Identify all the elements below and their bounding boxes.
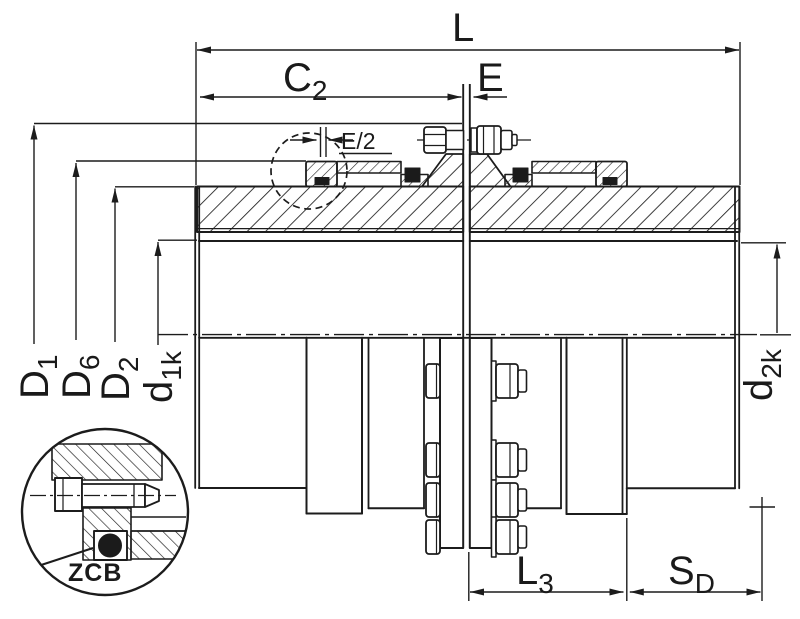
flange-bolt	[425, 360, 528, 402]
detail-bolt-head	[54, 477, 83, 512]
end-plate-strip-right	[531, 160, 597, 174]
dimension-d1k	[154, 239, 197, 345]
seal-ring-right	[512, 167, 529, 183]
flange-plate-right	[468, 337, 493, 549]
dimension-D2	[111, 186, 194, 342]
label-E: E	[477, 56, 504, 100]
flange-plate-left	[439, 337, 465, 549]
label-L: L	[452, 6, 474, 50]
flange-bolt	[425, 439, 528, 481]
flange-bolt	[425, 479, 528, 521]
dimensions	[30, 42, 791, 601]
label-C2: C2	[283, 56, 327, 106]
dimension-SD	[629, 497, 775, 601]
end-plate-strip-left	[336, 160, 402, 174]
label-L3: L3	[516, 549, 554, 599]
dimension-D6	[72, 160, 306, 340]
dimension-L3	[468, 518, 628, 601]
label-D6: D6	[55, 355, 105, 399]
detail-view-zcb: ZCB	[20, 427, 190, 597]
seal-ring-left	[404, 167, 421, 183]
detail-indicator-circle	[270, 132, 348, 210]
flange-bolts-lower	[425, 360, 528, 558]
detail-seal-ball	[98, 533, 122, 558]
flange-wedge-right	[468, 153, 512, 188]
dimension-D1	[30, 122, 462, 344]
bolt-nut	[476, 125, 502, 155]
label-D2: D2	[94, 357, 144, 401]
dimension-labels: L C2 E E/2 D1 D6 D2 d1k d2k L3 SD	[13, 6, 787, 599]
bolt-head	[423, 126, 447, 154]
bolt-end-cap	[511, 133, 518, 147]
label-d1k: d1k	[137, 350, 187, 403]
center-split-lines	[462, 84, 471, 338]
dimension-L	[195, 42, 741, 185]
coupling-body	[194, 185, 741, 515]
label-E-half: E/2	[341, 128, 376, 154]
label-D1: D1	[13, 355, 63, 399]
bolt-shank	[445, 129, 465, 151]
flange-bolt-top	[417, 125, 531, 155]
detail-hub-section	[51, 443, 163, 481]
flange-bolt	[425, 516, 528, 558]
detail-ground-line	[31, 547, 94, 569]
detail-shaft-section	[130, 530, 187, 560]
flange-wedge-left	[421, 153, 465, 188]
label-SD: SD	[668, 549, 715, 599]
dimension-d2k	[741, 242, 791, 336]
seal-foot-left	[314, 177, 330, 185]
dimension-E-half	[290, 127, 392, 157]
bolt-collar	[500, 129, 513, 151]
sleeve-right-section	[468, 185, 741, 233]
sleeve-end-plates	[305, 153, 628, 188]
flange-plates	[439, 337, 493, 549]
sleeve-left-section	[196, 185, 465, 233]
label-d2k: d2k	[737, 348, 787, 401]
detail-view-label: ZCB	[68, 559, 122, 587]
seal-foot-right	[602, 177, 618, 185]
